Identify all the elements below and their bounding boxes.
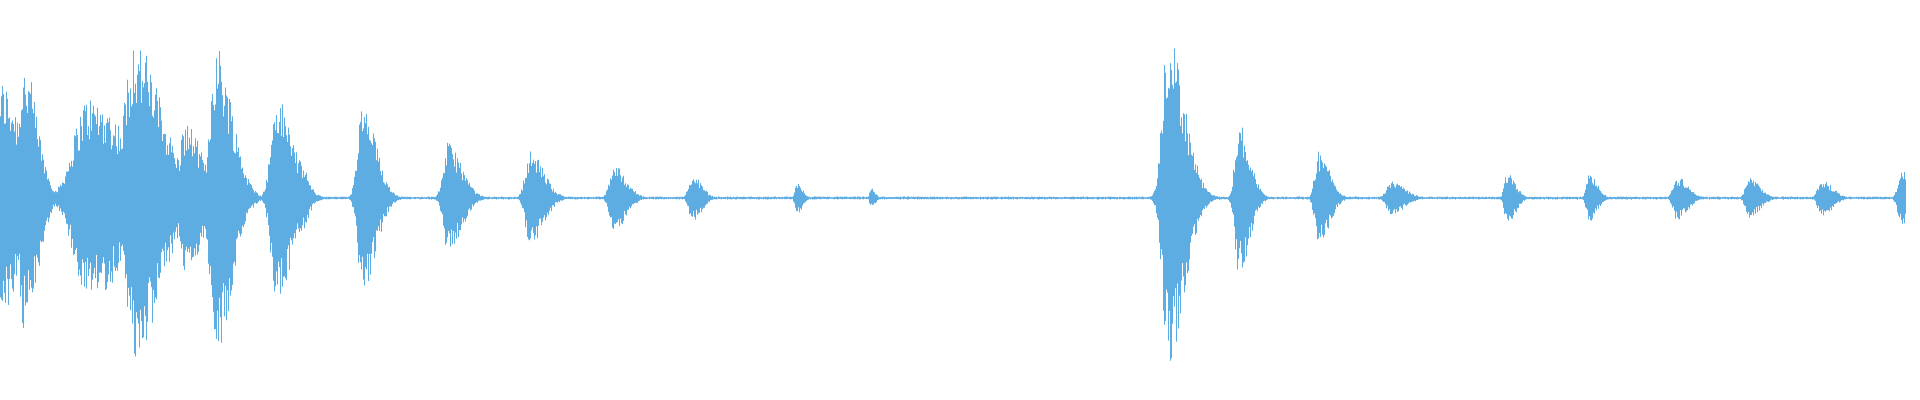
waveform-bars <box>0 48 1906 361</box>
